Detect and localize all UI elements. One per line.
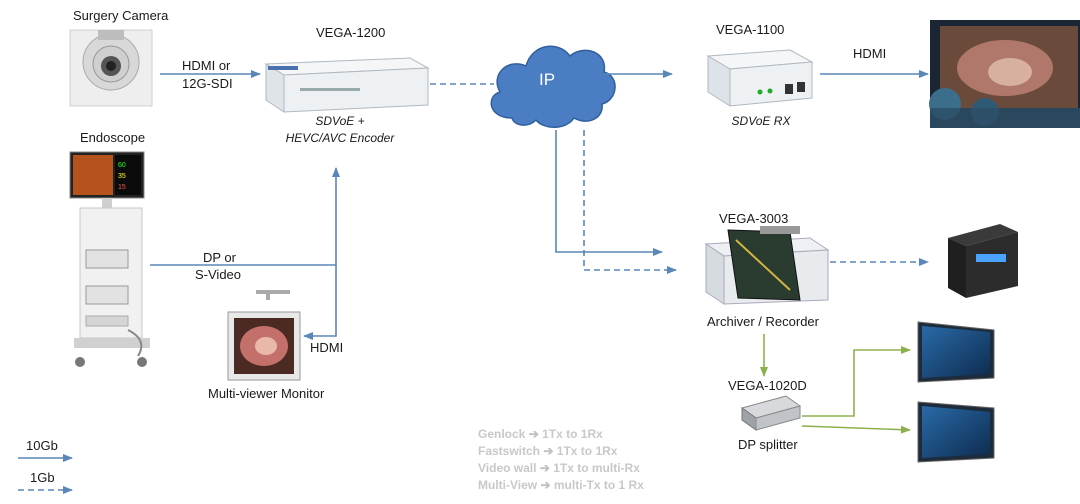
vega3003-caption: Archiver / Recorder — [707, 314, 819, 329]
surgery-display-image — [929, 20, 1080, 128]
vega1100-label: VEGA-1100 — [716, 22, 785, 37]
note-row: Video wall ➔ 1Tx to multi-Rx — [478, 461, 640, 475]
note-row: Genlock ➔ 1Tx to 1Rx — [478, 427, 603, 441]
camera-link-label-2: 12G-SDI — [182, 76, 233, 91]
endoscope-to-encoder-link — [150, 167, 340, 266]
multiviewer-label: Multi-viewer Monitor — [208, 386, 325, 401]
legend-dashed-label: 1Gb — [30, 470, 55, 485]
right-arrow-icon: ➔ — [543, 444, 554, 458]
svg-text:15: 15 — [118, 184, 126, 191]
vega3003-label: VEGA-3003 — [719, 211, 789, 226]
ip-to-vega3003-dashed-link — [583, 130, 677, 274]
monitor-link-label: HDMI — [310, 340, 344, 355]
ip-cloud-label: IP — [539, 70, 556, 89]
note-row: Fastswitch ➔ 1Tx to 1Rx — [478, 444, 618, 458]
multiviewer-monitor-image — [227, 290, 301, 381]
vega1200-caption-line2: HEVC/AVC Encoder — [285, 131, 395, 145]
vega1100-device-image — [706, 49, 814, 107]
vega1020d-caption: DP splitter — [738, 437, 798, 452]
right-arrow-icon: ➔ — [528, 427, 539, 441]
vega1200-device-image — [264, 57, 430, 113]
endoscope-cart-image: 60 35 15 — [69, 151, 150, 367]
legend-solid-label: 10Gb — [26, 438, 58, 453]
vega1020d-label: VEGA-1020D — [728, 378, 807, 393]
feature-notes: Genlock ➔ 1Tx to 1Rx Fastswitch ➔ 1Tx to… — [478, 426, 644, 494]
vega1100-output-label: HDMI — [853, 46, 887, 61]
ip-to-vega3003-solid-link — [555, 130, 663, 256]
encoder-to-monitor-link — [303, 265, 337, 340]
ip-cloud-shape — [490, 45, 616, 128]
vega1100-caption: SDVoE RX — [731, 114, 791, 128]
endoscope-label: Endoscope — [80, 130, 146, 145]
endoscope-link-label-1: DP or — [203, 250, 236, 265]
camera-link-label-1: HDMI or — [182, 58, 231, 73]
right-arrow-icon: ➔ — [539, 461, 550, 475]
output-monitor-2-image — [917, 401, 995, 463]
splitter-to-monitor2-link — [801, 425, 911, 434]
output-monitor-1-image — [917, 321, 995, 383]
nas-storage-image — [948, 224, 1018, 298]
svg-text:35: 35 — [118, 173, 126, 180]
vega1200-label: VEGA-1200 — [316, 25, 386, 40]
vega3003-device-image — [704, 226, 830, 305]
svg-text:60: 60 — [118, 162, 126, 169]
note-row: Multi-View ➔ multi-Tx to 1 Rx — [478, 478, 644, 492]
right-arrow-icon: ➔ — [540, 478, 551, 492]
vega1200-caption-line1: SDVoE + — [315, 114, 365, 128]
endoscope-link-label-2: S-Video — [195, 267, 242, 282]
surgery-camera-image — [69, 29, 153, 107]
surgery-camera-label: Surgery Camera — [73, 8, 169, 23]
vega1020d-device-image — [740, 395, 802, 431]
splitter-to-monitor1-link — [802, 346, 911, 417]
